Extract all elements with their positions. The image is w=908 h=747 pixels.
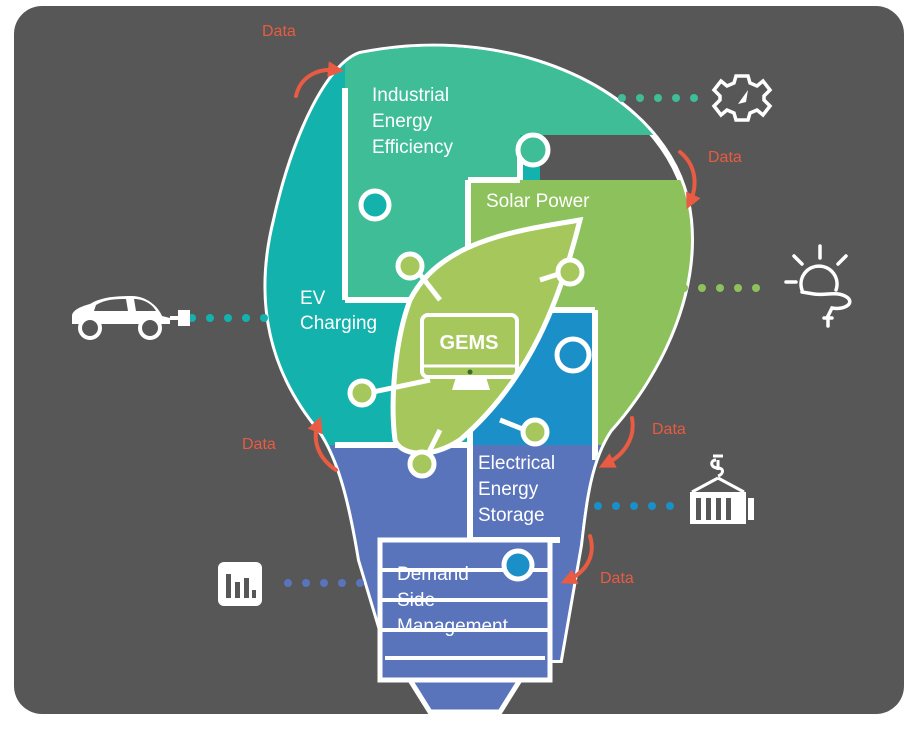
container-icon xyxy=(690,454,754,524)
label-demand-3: Management xyxy=(397,616,509,637)
sun-bulb-icon xyxy=(784,244,852,328)
segment-solar-power xyxy=(468,135,691,470)
knob-storage-right xyxy=(554,336,592,374)
connector-chart xyxy=(284,579,364,587)
data-arrows xyxy=(294,61,701,585)
label-solar-power: Solar Power xyxy=(486,191,590,212)
center-leaf: GEMS xyxy=(347,216,585,479)
connector-sun xyxy=(680,284,760,292)
data-arrow-right-top xyxy=(678,150,701,210)
label-demand-1: Demand xyxy=(397,564,469,585)
data-label-right-mid: Data xyxy=(652,421,686,438)
data-label-right-bottom: Data xyxy=(600,570,634,587)
data-arrow-right-mid xyxy=(598,416,635,468)
data-label-left: Data xyxy=(242,436,276,453)
gems-logo: GEMS xyxy=(440,332,499,354)
data-label-right-top: Data xyxy=(708,149,742,166)
label-industrial-2: Energy xyxy=(372,111,433,132)
label-industrial-1: Industrial xyxy=(372,85,449,106)
gear-icon xyxy=(711,74,773,122)
label-storage-1: Electrical xyxy=(478,453,555,474)
label-industrial-3: Efficiency xyxy=(372,137,453,158)
knob-storage-bottom xyxy=(501,548,535,582)
data-arrow-left xyxy=(307,416,338,472)
bar-chart-icon xyxy=(218,562,262,606)
data-arrow-top xyxy=(294,61,344,98)
label-ev-2: Charging xyxy=(300,313,377,334)
segment-industrial-energy-efficiency xyxy=(345,46,691,300)
car-icon xyxy=(72,296,190,340)
label-demand-2: Side xyxy=(397,590,435,611)
label-ev-1: EV xyxy=(300,288,326,309)
knob-industrial-top xyxy=(515,132,551,168)
data-labels: Data Data Data Data Data xyxy=(242,23,742,587)
puzzle-knobs xyxy=(358,132,592,582)
data-arrow-right-bottom xyxy=(560,534,594,585)
label-storage-2: Energy xyxy=(478,479,539,500)
label-storage-3: Storage xyxy=(478,505,545,526)
dotted-connectors xyxy=(188,94,760,587)
knob-ev-left xyxy=(358,188,392,222)
data-label-top: Data xyxy=(262,23,296,40)
connector-container xyxy=(594,502,674,510)
connector-gear xyxy=(618,94,698,102)
